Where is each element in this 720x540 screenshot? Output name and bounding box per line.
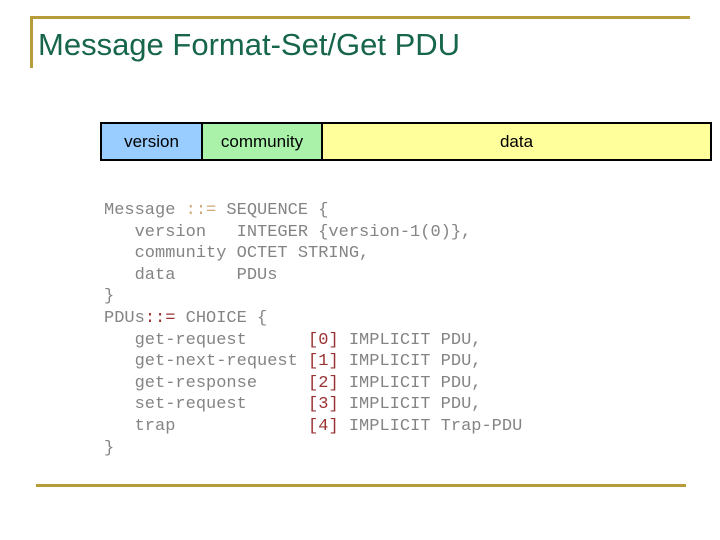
code-text: PDUs <box>104 308 145 328</box>
code-line: } <box>104 438 522 460</box>
code-line: data PDUs <box>104 265 522 287</box>
code-line: get-response [2] IMPLICIT PDU, <box>104 373 522 395</box>
pdu-field-version: version <box>100 122 203 161</box>
code-text: IMPLICIT PDU, <box>338 395 482 415</box>
code-text: version INTEGER {version-1(0)}, <box>104 222 472 242</box>
asn1-code-block: Message ::= SEQUENCE { version INTEGER {… <box>104 200 522 459</box>
code-text: IMPLICIT PDU, <box>338 373 482 393</box>
code-token-maroon: [1] <box>308 352 339 372</box>
code-line: PDUs::= CHOICE { <box>104 308 522 330</box>
code-text: } <box>104 438 115 458</box>
code-text: IMPLICIT PDU, <box>338 330 482 350</box>
code-text: get-next-request <box>104 352 309 372</box>
code-token-maroon: [4] <box>308 416 339 436</box>
code-line: get-request [0] IMPLICIT PDU, <box>104 330 522 352</box>
code-text: Message <box>104 201 186 220</box>
code-text: CHOICE { <box>175 308 268 328</box>
code-line: version INTEGER {version-1(0)}, <box>104 222 522 244</box>
code-text: trap <box>104 416 309 436</box>
slide-title: Message Format-Set/Get PDU <box>38 27 461 62</box>
code-token-maroon: [3] <box>308 395 339 415</box>
code-line: trap [4] IMPLICIT Trap-PDU <box>104 416 523 438</box>
code-text: data PDUs <box>104 265 278 285</box>
code-text: get-response <box>104 373 309 393</box>
code-text: IMPLICIT PDU, <box>338 352 482 372</box>
code-text: SEQUENCE { <box>216 201 329 220</box>
title-top-rule <box>30 16 690 19</box>
code-line: get-next-request [1] IMPLICIT PDU, <box>104 351 522 373</box>
code-token-maroon: [0] <box>308 330 339 350</box>
code-text: IMPLICIT Trap-PDU <box>338 416 523 436</box>
code-text: get-request <box>104 330 309 350</box>
code-line: } <box>104 286 522 308</box>
code-text: } <box>104 287 115 307</box>
code-text: set-request <box>104 395 309 415</box>
title-left-rule <box>30 16 33 68</box>
code-text: community OCTET STRING, <box>104 244 370 264</box>
pdu-field-data: data <box>321 122 712 161</box>
pdu-field-community: community <box>201 122 323 161</box>
code-token-maroon: ::= <box>144 308 176 328</box>
code-token-maroon: [2] <box>308 373 339 393</box>
code-token-tan: ::= <box>185 201 217 220</box>
code-line: Message ::= SEQUENCE { <box>104 200 522 222</box>
bottom-rule <box>36 484 686 487</box>
code-line: set-request [3] IMPLICIT PDU, <box>104 394 522 416</box>
code-line: community OCTET STRING, <box>104 243 522 265</box>
